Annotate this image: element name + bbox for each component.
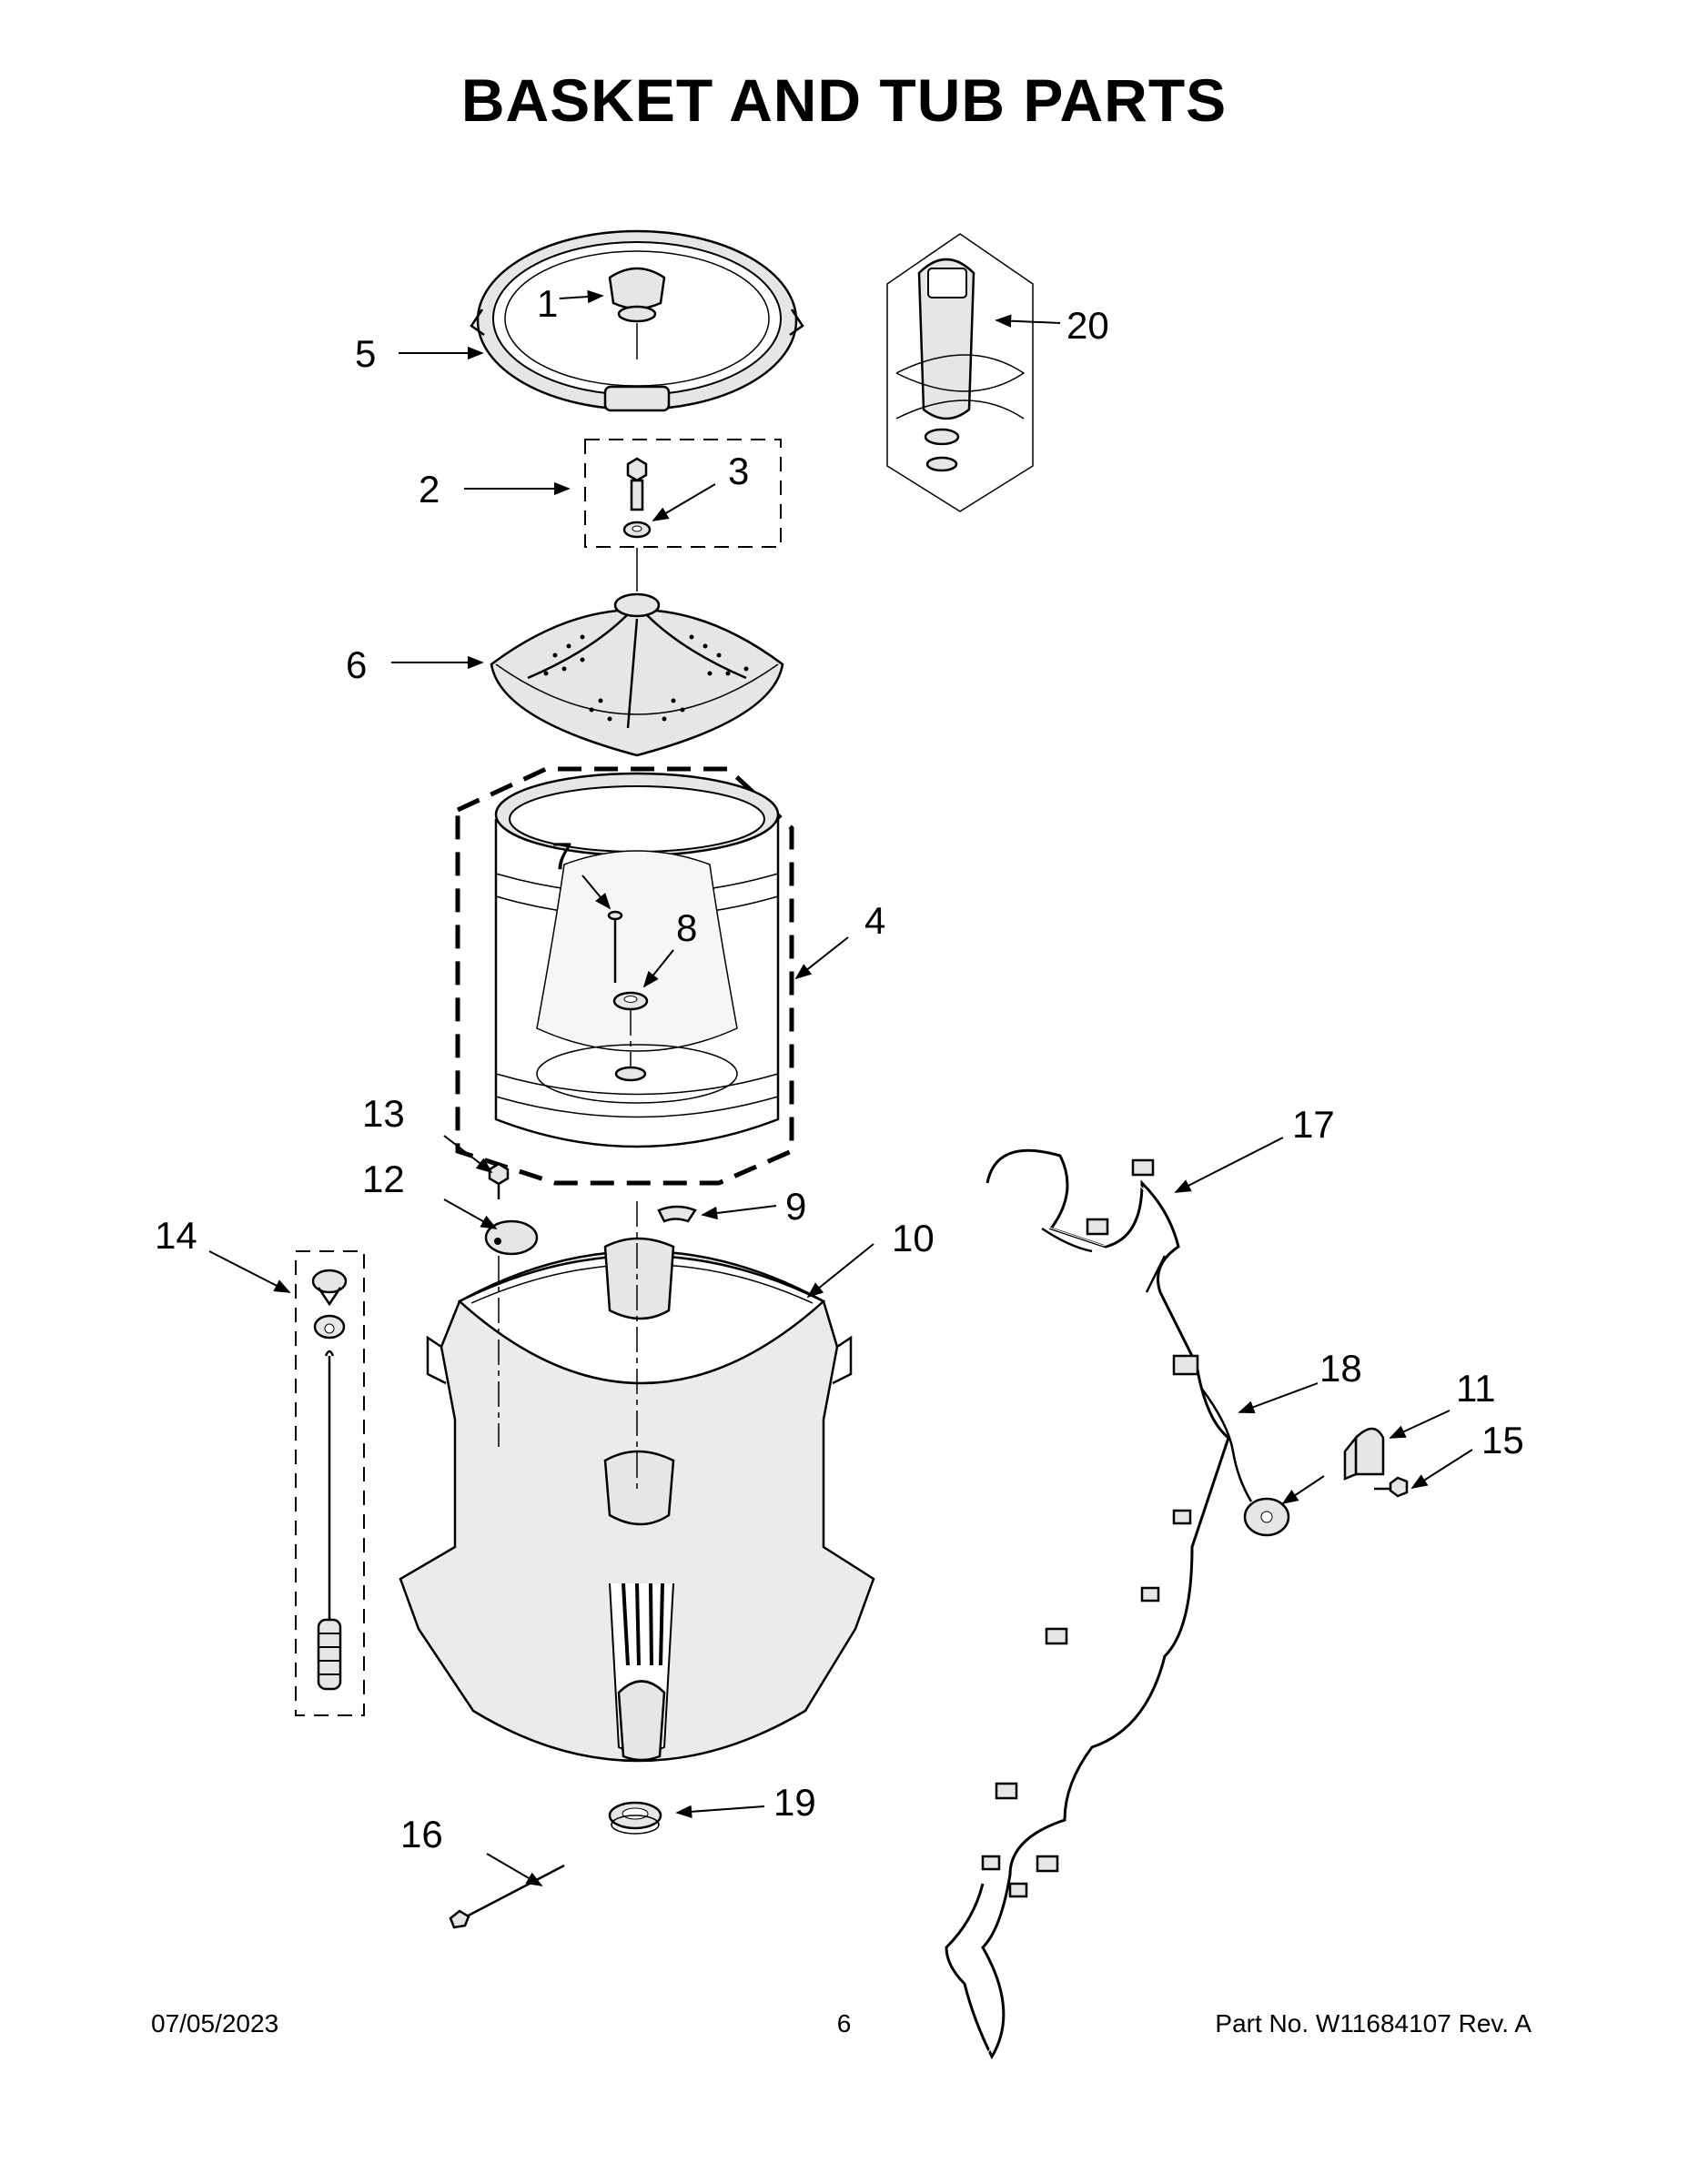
part-6-impeller[interactable] — [490, 592, 784, 757]
callout-2: 2 — [419, 468, 440, 511]
callout-3: 3 — [728, 450, 749, 492]
callout-16: 16 — [400, 1813, 443, 1855]
part-16-cable-tie[interactable] — [449, 1864, 565, 1929]
part-3-washer[interactable] — [622, 521, 652, 539]
callout-15: 15 — [1481, 1419, 1524, 1461]
part-15-screw[interactable] — [1374, 1476, 1409, 1498]
parts-2-3-group-box — [584, 439, 782, 548]
callout-13: 13 — [362, 1092, 405, 1135]
part-10-outer-tub[interactable] — [399, 1237, 875, 1763]
callout-12: 12 — [362, 1158, 405, 1200]
part-8-nut[interactable] — [612, 991, 649, 1011]
page-title: BASKET AND TUB PARTS — [460, 66, 1228, 134]
part-9-clip[interactable] — [657, 1205, 697, 1223]
callout-9: 9 — [785, 1185, 806, 1228]
part-12-pad[interactable] — [484, 1219, 539, 1256]
callout-10: 10 — [892, 1217, 935, 1259]
part-1-cap[interactable] — [608, 267, 666, 323]
part-7-screw[interactable] — [607, 910, 623, 983]
callout-11: 11 — [1456, 1367, 1496, 1410]
part-19-seal[interactable] — [608, 1801, 662, 1835]
callout-4: 4 — [864, 899, 885, 942]
callout-14: 14 — [155, 1214, 197, 1257]
callout-8: 8 — [676, 906, 697, 949]
callout-7: 7 — [551, 834, 572, 877]
footer-part-number: Part No. W11684107 Rev. A — [1215, 2009, 1531, 2037]
part-17-wire-harness[interactable] — [945, 1148, 1230, 2060]
callout-17: 17 — [1292, 1103, 1335, 1146]
part-4-basket[interactable] — [494, 772, 780, 1148]
leader-arrows — [208, 289, 1473, 1886]
basket-drive-hub — [614, 1066, 647, 1082]
part-14-suspension-rod[interactable] — [311, 1269, 348, 1691]
part-2-bolt[interactable] — [626, 457, 648, 511]
callout-20: 20 — [1066, 304, 1109, 347]
callout-6: 6 — [346, 643, 367, 686]
part-18-pressure-hose[interactable] — [1199, 1387, 1290, 1537]
callout-1: 1 — [537, 282, 558, 325]
callout-18: 18 — [1319, 1347, 1362, 1390]
callout-5: 5 — [355, 332, 376, 375]
part-11-bracket[interactable] — [1343, 1427, 1385, 1481]
part-20-dispenser[interactable] — [886, 233, 1034, 512]
footer-date: 07/05/2023 — [151, 2009, 279, 2037]
part-14-group-box — [295, 1250, 365, 1716]
footer-page-number: 6 — [836, 2009, 852, 2037]
callout-19: 19 — [773, 1781, 816, 1824]
part-13-screw[interactable] — [488, 1162, 510, 1199]
